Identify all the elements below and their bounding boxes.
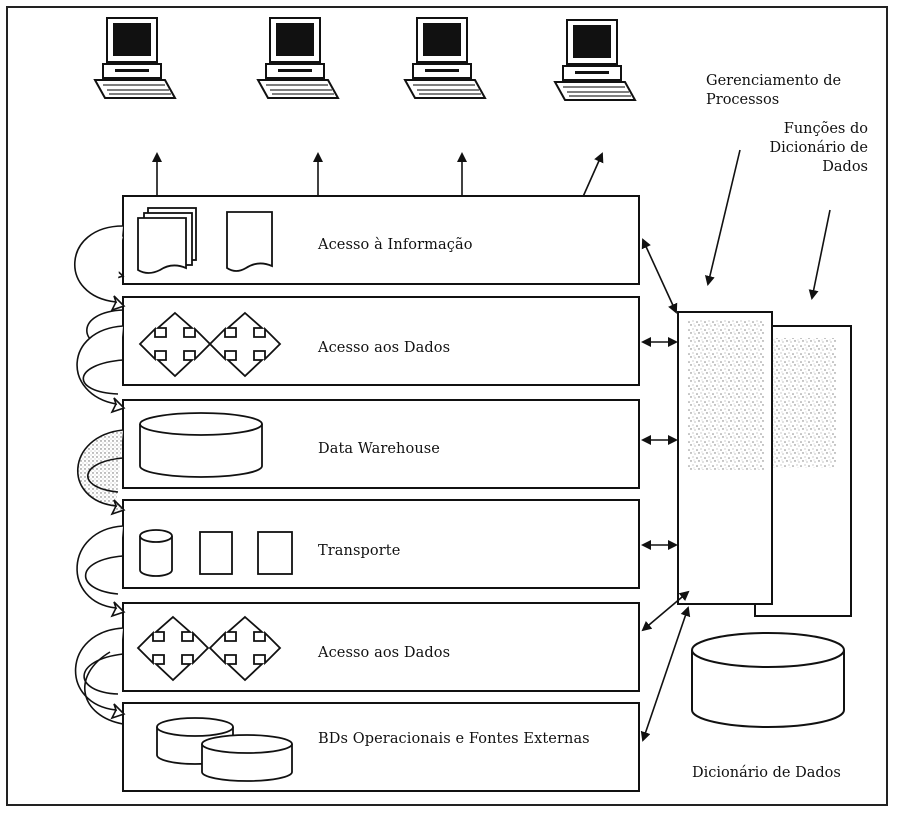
workstation-2 [258,18,338,98]
layer-boxes [123,196,639,791]
computer-icon [555,20,635,100]
workstation-4 [555,20,635,100]
caption-line: Processos [706,91,841,110]
curved-arrow [77,326,124,412]
workstation-1 [95,18,175,98]
database-icon [692,633,844,727]
process-management-texture [688,320,764,470]
computer-icon [95,18,175,98]
caption-line: Dados [769,158,868,177]
caption-line: Gerenciamento de [706,72,841,91]
document-icon [227,212,272,271]
feedback-arrows [75,226,124,724]
layer-label-data-access-top: Acesso aos Dados [318,340,450,356]
dictionary-functions-texture [770,338,836,468]
computer-icon [405,18,485,98]
workstation-3 [405,18,485,98]
layer-label-data-warehouse: Data Warehouse [318,441,440,457]
data-dictionary-label: Dicionário de Dados [692,764,841,783]
curved-arrow [75,226,124,310]
process-management-caption: Gerenciamento de Processos [706,72,841,110]
dictionary-functions-caption: Funções do Dicionário de Dados [769,120,868,177]
layer-label-operational-sources: BDs Operacionais e Fontes Externas [318,731,590,747]
arrow-down [812,210,830,298]
layer-label-data-access-bottom: Acesso aos Dados [318,645,450,661]
double-arrow [643,240,676,312]
documents-icon [138,208,196,273]
double-arrow [643,608,688,740]
layer-label-transport: Transporte [318,543,400,559]
curved-arrow [76,628,124,718]
curved-arrow [78,430,124,514]
caption-line: Dicionário de [769,139,868,158]
double-arrow [643,592,688,630]
database-icon [202,735,292,781]
square-icon [258,532,292,574]
square-icon [200,532,232,574]
computer-icon [258,18,338,98]
arrow-down [708,150,740,284]
layer-label-information-access: Acesso à Informação [318,237,473,253]
database-icon [140,530,172,576]
caption-line: Funções do [769,120,868,139]
database-icon [140,413,262,477]
curved-arrow [77,526,124,616]
